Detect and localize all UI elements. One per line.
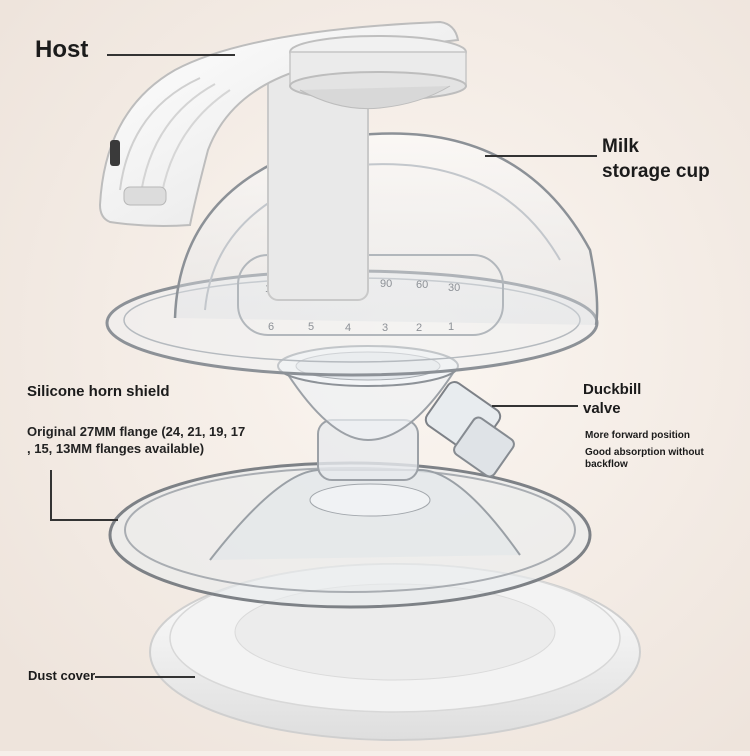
flange-sizes-note: Original 27MM flange (24, 21, 19, 17 , 1… [27,424,246,456]
milk-storage-cup-label: Milk storage cup [602,136,710,182]
flange-leader-horizontal [50,519,118,521]
silicone-horn-shield-label: Silicone horn shield [27,383,170,400]
host-leader-line [107,54,235,56]
ml-mark: 90 [380,278,392,290]
oz-mark: 3 [382,322,388,334]
oz-mark: 5 [308,321,314,333]
forward-position-note: More forward position [585,430,690,441]
oz-mark: 6 [268,321,274,333]
absorption-note: Good absorption without backflow [585,447,704,470]
oz-mark: 4 [345,322,351,334]
dust-cover-label: Dust cover [28,668,96,683]
display-icon [110,140,120,166]
flange-leader-vertical [50,470,52,520]
oz-mark: 1 [448,321,454,333]
duckbill-valve [424,381,515,478]
cup-oz-scale: 6 5 4 3 2 1 [268,321,454,334]
milk-cup-leader-line [485,155,597,157]
power-button-icon [123,186,167,206]
duckbill-valve-label: Duckbill valve [583,381,642,417]
host-motor-unit [98,20,467,301]
dust-cover-leader-line [95,676,195,678]
host-label: Host [35,36,89,63]
silicone-horn-shield [108,345,592,609]
oz-mark: 2 [416,322,422,334]
duckbill-leader-line [492,405,578,407]
ml-mark: 60 [416,279,428,291]
ml-mark: 30 [448,282,460,294]
